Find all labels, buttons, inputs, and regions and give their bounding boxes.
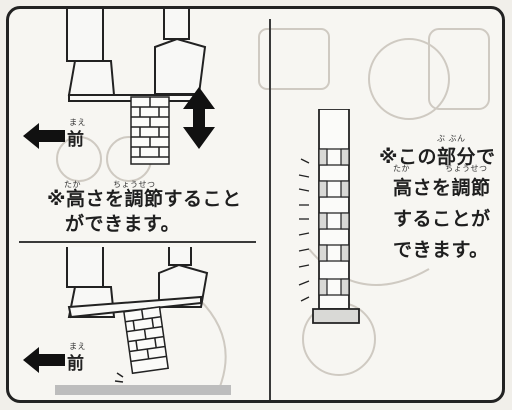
vertical-divider <box>269 19 271 400</box>
front-label: 前 <box>67 130 84 150</box>
adjust-note-line2: 高さを調節 <box>393 177 491 199</box>
adjuster-icon <box>130 96 170 165</box>
double-arrow-icon <box>183 87 215 149</box>
height-note: ※高さを調節すること ができます。 <box>47 187 241 237</box>
left-arrow-icon <box>23 123 65 149</box>
height-note-line2: ができます。 <box>65 213 181 235</box>
ruby-taka-right: たか <box>393 164 410 173</box>
floor-bar <box>55 385 231 395</box>
adjust-note-line4: できます。 <box>393 239 489 261</box>
ruby-taka: たか <box>64 180 81 189</box>
adjuster-detail-illustration <box>298 109 360 324</box>
adjuster-raised-illustration <box>66 9 215 165</box>
adjust-note-line3: することが <box>393 208 491 230</box>
ruby-chousetsu: ちょうせつ <box>113 180 156 189</box>
front-ruby-2: まえ <box>69 342 86 351</box>
adjust-part-note: ※この部分で 高さを調節 することが できます。 <box>379 142 495 266</box>
adjust-note-line1: ※この部分で <box>379 146 496 168</box>
instruction-panel: まえ 前 たか ちょうせつ ※高さを調節すること ができます。 <box>6 6 505 403</box>
left-arrow-icon-2 <box>23 347 65 373</box>
adjuster-lowered-illustration <box>55 247 231 395</box>
front-ruby: まえ <box>69 118 86 127</box>
height-note-line1: ※高さを調節すること <box>47 188 242 210</box>
front-label-2: 前 <box>67 354 84 374</box>
horizontal-divider <box>19 241 256 243</box>
adjuster-tilted-icon <box>123 306 170 375</box>
ruby-bubun: ぶ ぶん <box>437 134 466 143</box>
ruby-chousetsu-right: ちょうせつ <box>445 164 488 173</box>
